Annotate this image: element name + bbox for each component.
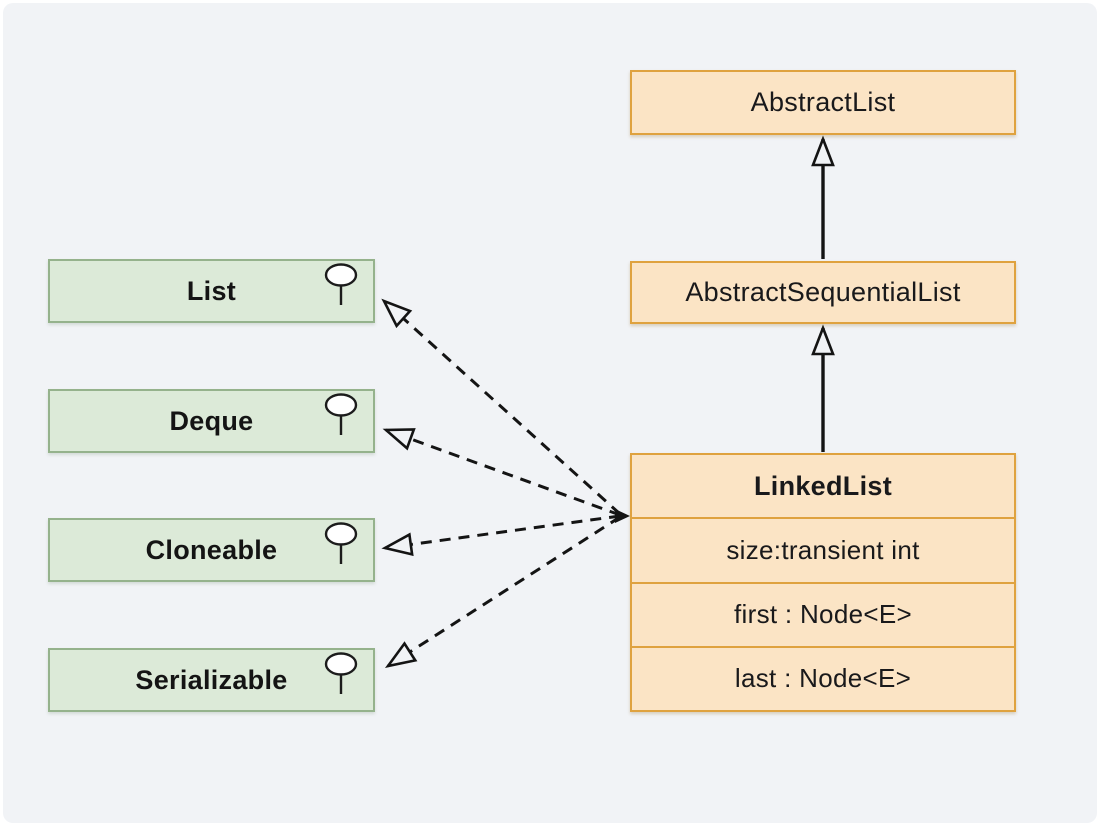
interface-label-deque: Deque: [169, 405, 254, 436]
linkedlist-attribute-last: last : Node<E>: [632, 645, 1014, 710]
interface-label-serializable: Serializable: [135, 664, 288, 695]
class-label-abstractsequentiallist: AbstractSequentialList: [685, 277, 961, 307]
linkedlist-attribute-size: size:transient int: [632, 517, 1014, 581]
interface-box-cloneable: Cloneable: [48, 518, 375, 582]
lollipop-icon: [324, 652, 358, 694]
class-label-abstractlist: AbstractList: [750, 87, 896, 117]
lollipop-icon: [324, 393, 358, 435]
interface-box-list: List: [48, 259, 375, 323]
linkedlist-title: LinkedList: [753, 470, 892, 501]
class-box-linkedlist: LinkedList size:transient int first : No…: [630, 453, 1016, 712]
interface-box-serializable: Serializable: [48, 648, 375, 712]
interface-label-cloneable: Cloneable: [145, 534, 278, 565]
class-box-abstractsequentiallist: AbstractSequentialList: [630, 261, 1016, 324]
interface-label-list: List: [186, 275, 237, 306]
interface-box-deque: Deque: [48, 389, 375, 453]
linkedlist-attribute-first: first : Node<E>: [632, 581, 1014, 646]
lollipop-icon: [324, 263, 358, 305]
class-box-abstractlist: AbstractList: [630, 70, 1016, 135]
lollipop-icon: [324, 522, 358, 564]
